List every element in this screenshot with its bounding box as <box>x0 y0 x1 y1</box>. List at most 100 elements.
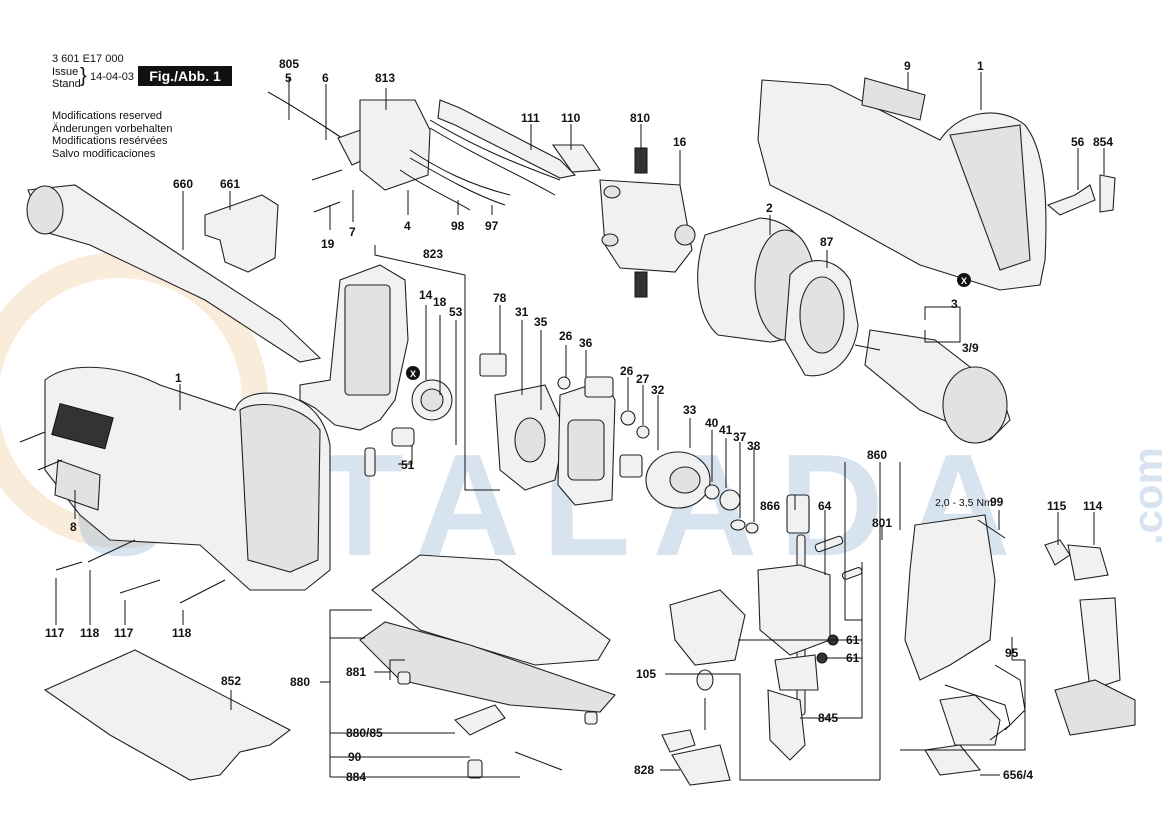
part-label: 8 <box>70 520 77 534</box>
part-label: 98 <box>451 219 465 233</box>
modification-line: Änderungen vorbehalten <box>52 122 173 135</box>
part-label: 880/85 <box>346 726 383 740</box>
modification-line: Modifications reserved <box>52 110 163 122</box>
part-label: 866 <box>760 499 780 513</box>
cover-110 <box>551 144 601 173</box>
part-label: 114 <box>1083 499 1103 513</box>
figure-label: Fig./Abb. 1 <box>138 66 232 86</box>
part-label: 90 <box>348 750 362 764</box>
part-label: 61 <box>846 651 860 665</box>
part-label: 87 <box>820 235 834 249</box>
part-label: 118 <box>172 626 192 640</box>
part-label: 110 <box>561 111 581 125</box>
modifications-notice: Modifications reserved Änderungen vorbeh… <box>52 110 172 160</box>
shield-bolt <box>406 273 971 380</box>
part-label: 660 <box>173 177 193 191</box>
part-label: 810 <box>630 111 650 125</box>
motor-housing-1 <box>44 366 331 591</box>
part-label: 823 <box>423 247 443 261</box>
part-label: 813 <box>375 71 395 85</box>
part-label: 852 <box>221 674 241 688</box>
lever-56-854 <box>1046 174 1116 216</box>
part-label: 5 <box>285 71 292 85</box>
part-label: 31 <box>515 305 529 319</box>
part-label: 97 <box>485 219 499 233</box>
part-label: 6 <box>322 71 329 85</box>
part-label: 845 <box>818 711 838 725</box>
housing-shell-9 <box>757 77 1047 291</box>
part-label: 33 <box>683 403 697 417</box>
part-label: 18 <box>433 295 447 309</box>
torque-note: 2,0 - 3,5 Nm <box>935 497 993 509</box>
part-label: 111 <box>521 111 540 125</box>
part-labels: 805 5 6 813 111 110 810 16 9 1 56 854 66… <box>45 57 1113 784</box>
doc-number: 3 601 E17 000 <box>52 53 124 65</box>
part-label: 117 <box>45 626 65 640</box>
stand-label: Stand <box>52 78 81 90</box>
extraction-hose-660 <box>26 184 322 363</box>
part-label: 40 <box>705 416 719 430</box>
part-label: 105 <box>636 667 656 681</box>
watermark-suffix: .com <box>1124 447 1169 545</box>
small-rings-26-27 <box>557 376 650 439</box>
part-label: 2 <box>766 201 773 215</box>
leader-lines <box>55 72 1105 781</box>
modification-line: Modifications resérvées <box>52 135 168 147</box>
part-label: 26 <box>559 329 573 343</box>
foot-plate-880 <box>359 554 616 713</box>
plunger-assembly-860 <box>757 494 863 761</box>
part-label: 7 <box>349 225 356 239</box>
switch-813 <box>359 99 561 211</box>
part-label: 9 <box>904 59 911 73</box>
part-label: 64 <box>818 499 832 513</box>
guard-801 <box>904 514 1026 776</box>
part-label: 36 <box>579 336 593 350</box>
part-label: 115 <box>1047 499 1067 513</box>
part-label: 53 <box>449 305 463 319</box>
part-label: 854 <box>1093 135 1113 149</box>
part-label: 828 <box>634 763 654 777</box>
part-label: 801 <box>872 516 892 530</box>
hose-adapter-661 <box>204 194 279 273</box>
part-label: 661 <box>220 177 240 191</box>
part-label: 805 <box>279 57 299 71</box>
issue-date: 14-04-03 <box>90 71 135 83</box>
plate-31-35 <box>479 353 566 491</box>
part-label: 27 <box>636 372 650 386</box>
part-label: 656/4 <box>1003 768 1033 782</box>
part-label: 51 <box>401 458 415 472</box>
bearing-18 <box>411 379 453 421</box>
part-label: 61 <box>846 633 860 647</box>
part-label: 95 <box>1005 646 1019 660</box>
pin-51 <box>364 427 415 477</box>
x-marker: X <box>410 369 416 379</box>
part-label: 4 <box>404 219 411 233</box>
part-label: 38 <box>747 439 761 453</box>
part-label: 117 <box>114 626 134 640</box>
part-label: 26 <box>620 364 634 378</box>
part-label: 118 <box>80 626 100 640</box>
part-label: 41 <box>719 423 733 437</box>
bracket-36 <box>557 376 616 506</box>
part-label: 3/9 <box>962 341 979 355</box>
armature-3 <box>854 329 1011 444</box>
part-label: 32 <box>651 383 665 397</box>
part-label: 884 <box>346 770 366 784</box>
gear-33 <box>619 451 759 534</box>
part-label: 1 <box>175 371 182 385</box>
part-label: 3 <box>951 297 958 311</box>
part-label: 56 <box>1071 135 1085 149</box>
part-label: 78 <box>493 291 507 305</box>
brush-holder-16 <box>599 147 696 298</box>
base-plate-852 <box>43 649 292 781</box>
modification-line: Salvo modificaciones <box>52 147 156 160</box>
part-label: 880 <box>290 675 310 689</box>
screws-left <box>19 169 343 604</box>
roller-guide-105 <box>661 589 746 786</box>
lever-111 <box>437 99 577 179</box>
part-label: 99 <box>990 495 1004 509</box>
issue-label: Issue <box>52 66 79 78</box>
part-label: 37 <box>733 430 747 444</box>
fan-guide-87 <box>784 260 859 377</box>
